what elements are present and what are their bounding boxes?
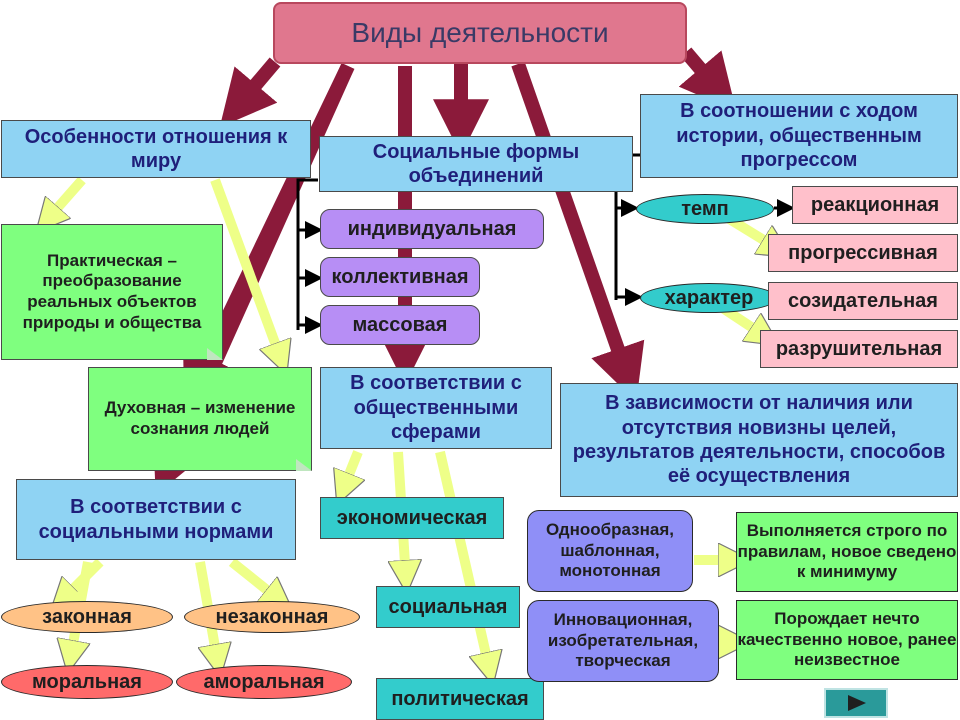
diagram-title: Виды деятельности — [273, 2, 687, 64]
tempo-ellipse: темп — [636, 194, 774, 224]
norm-immoral: аморальная — [176, 665, 352, 699]
spheres-header: В соответствии с общественными сферами — [320, 367, 552, 449]
social-form-collective: коллективная — [320, 257, 480, 297]
monotonous-box: Однообразная, шаблонная, монотонная — [527, 510, 693, 592]
social-form-mass: массовая — [320, 305, 480, 345]
play-arrow-icon — [848, 695, 866, 711]
tempo-reactionary: реакционная — [792, 186, 958, 224]
social-form-individual: индивидуальная — [320, 209, 544, 249]
tempo-progressive: прогрессивная — [768, 234, 958, 272]
spiritual-box: Духовная – изменение сознания людей — [88, 367, 312, 471]
sphere-political: политическая — [376, 678, 544, 720]
arrow-to-history — [678, 47, 737, 112]
innovative-description: Порождает нечто качественно новое, ранее… — [736, 600, 958, 680]
novelty-header: В зависимости от наличия или отсутствия … — [560, 383, 958, 497]
monotonous-description: Выполняется строго по правилам, новое св… — [736, 512, 958, 592]
norms-header: В соответствии с социальными нормами — [16, 479, 296, 560]
character-creative: созидательная — [768, 282, 958, 320]
arrow-to-attitude — [219, 57, 281, 128]
norm-legal: законная — [1, 601, 173, 633]
history-header: В соотношении с ходом истории, обществен… — [640, 94, 958, 178]
practical-box: Практическая – преобразование реальных о… — [1, 224, 223, 360]
norm-moral: моральная — [1, 665, 173, 699]
innovative-box: Инновационная, изобретательная, творческ… — [527, 600, 719, 682]
norm-illegal: незаконная — [184, 601, 360, 633]
next-slide-button[interactable] — [824, 688, 888, 718]
character-ellipse: характер — [640, 283, 778, 313]
character-destructive: разрушительная — [760, 330, 958, 368]
attitude-header: Особенности отношения к миру — [1, 120, 311, 178]
sphere-economic: экономическая — [320, 497, 504, 539]
sphere-social: социальная — [376, 586, 520, 628]
social-forms-header: Социальные формы объединений — [319, 136, 633, 192]
arrow-to-novelty — [511, 61, 645, 402]
